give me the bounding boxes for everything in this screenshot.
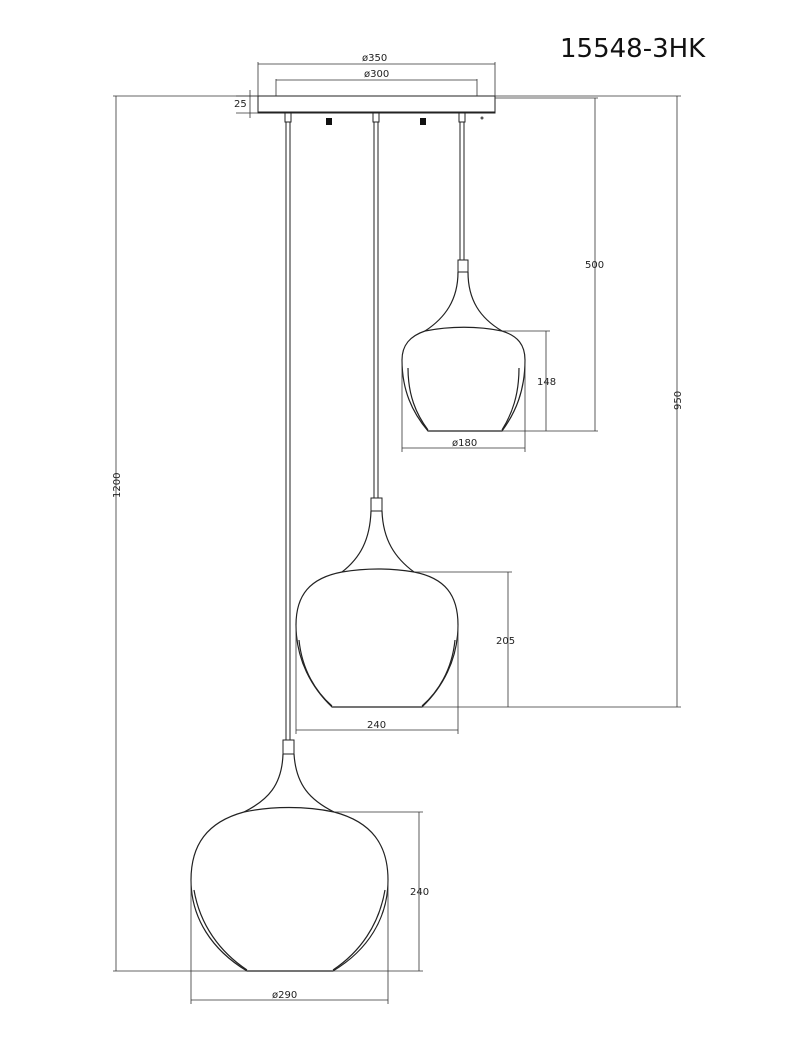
dim-label-small-shade-height: 148	[537, 377, 556, 388]
large-shade	[190, 739, 389, 972]
dim-label-canopy-inner: ø300	[364, 69, 389, 80]
model-number: 15548-3HK	[560, 34, 706, 64]
dim-small-shade-height: 148	[502, 330, 556, 431]
dim-mid-height: 950	[422, 95, 684, 708]
dim-small-shade-diameter: ø180	[401, 360, 526, 452]
dim-label-large-shade-diameter: ø290	[272, 990, 297, 1001]
dim-label-canopy-outer: ø350	[362, 53, 387, 64]
dim-label-medium-shade-diameter: 240	[367, 720, 386, 731]
cords	[285, 122, 465, 740]
dim-large-shade-height: 240	[333, 811, 429, 972]
dim-canopy-outer: ø350	[257, 53, 496, 96]
dim-total-height: 1200	[112, 95, 258, 972]
canopy	[257, 95, 496, 125]
dim-label-mid-height: 950	[673, 391, 684, 410]
dim-short-height: 500	[495, 97, 604, 432]
dim-large-shade-diameter: ø290	[190, 880, 389, 1004]
dim-canopy-inner: ø300	[275, 69, 478, 96]
medium-shade	[295, 497, 459, 708]
dim-label-total-height: 1200	[112, 473, 123, 498]
dim-medium-shade-diameter: 240	[295, 625, 459, 734]
dim-medium-shade-height: 205	[414, 571, 515, 707]
dim-label-short-height: 500	[585, 260, 604, 271]
dim-canopy-height: 25	[234, 90, 258, 118]
dim-label-small-shade-diameter: ø180	[452, 438, 477, 449]
dim-label-large-shade-height: 240	[410, 887, 429, 898]
dim-label-canopy-height: 25	[234, 99, 247, 110]
small-shade	[401, 259, 526, 432]
dim-label-medium-shade-height: 205	[496, 636, 515, 647]
